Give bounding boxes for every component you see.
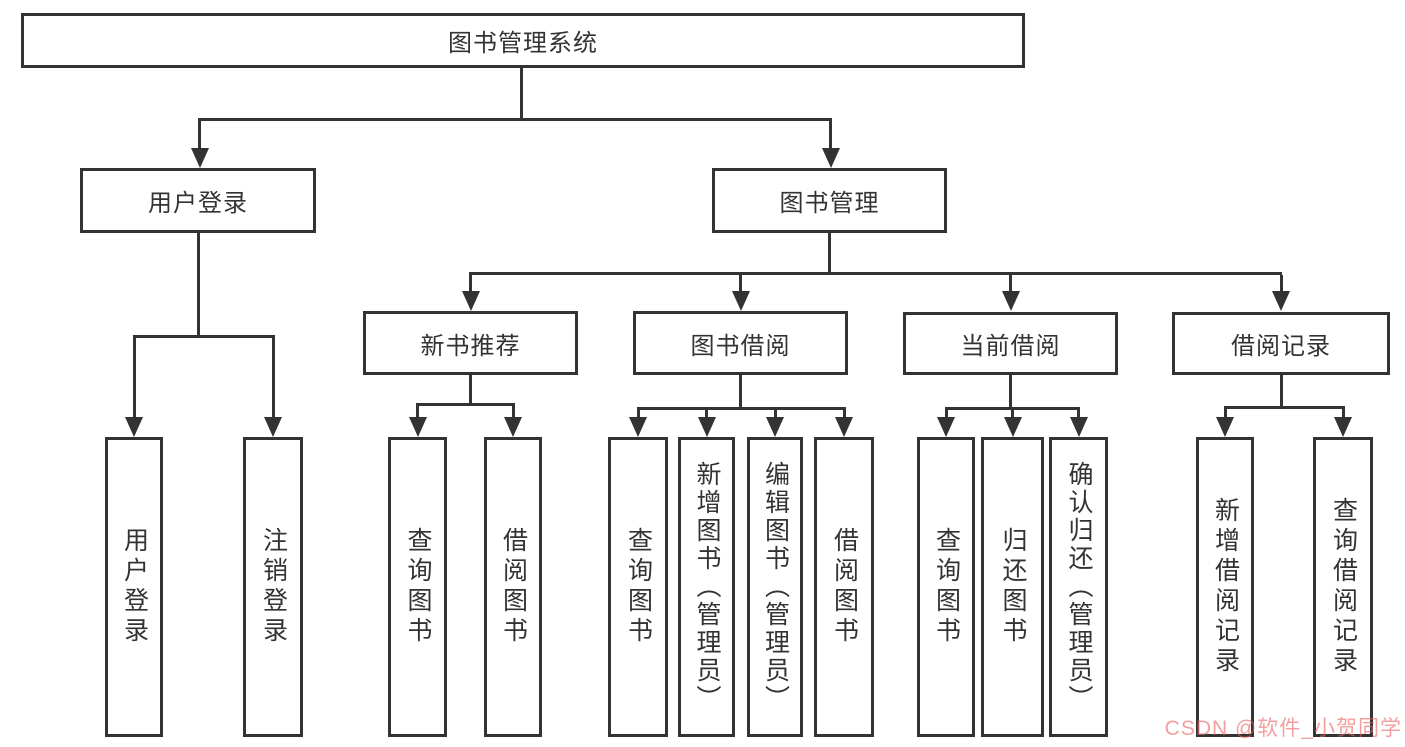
arrow-down-icon bbox=[1069, 410, 1088, 437]
arrow-down-icon bbox=[1334, 409, 1352, 437]
arrow-down-icon bbox=[125, 338, 143, 437]
arrow-down-icon bbox=[1272, 275, 1290, 311]
arrow-down-icon bbox=[190, 121, 209, 168]
leaf-edit-books-admin: 编辑图书（管理员） bbox=[747, 437, 803, 737]
arrow-down-icon bbox=[766, 410, 784, 437]
connector-user-hline bbox=[132, 335, 275, 338]
node-library-system: 图书管理系统 bbox=[21, 13, 1025, 68]
leaf-query-books-borrow: 查询图书 bbox=[608, 437, 668, 737]
arrow-down-icon bbox=[1003, 410, 1022, 437]
node-borrowing-records: 借阅记录 bbox=[1172, 312, 1390, 375]
connector-user-vline bbox=[196, 233, 200, 338]
leaf-borrow-books-recommend: 借阅图书 bbox=[484, 437, 542, 737]
connector-recommend-vline bbox=[469, 375, 472, 406]
connector-recommend-hline bbox=[416, 403, 515, 406]
connector-root-hline bbox=[198, 118, 832, 121]
connector-borrow-vline bbox=[739, 375, 742, 410]
node-new-book-recommend: 新书推荐 bbox=[363, 311, 578, 375]
arrow-down-icon bbox=[937, 410, 955, 437]
connector-borrow-hline bbox=[636, 407, 846, 410]
arrow-down-icon bbox=[408, 406, 427, 437]
connector-records-hline bbox=[1223, 406, 1345, 409]
connector-mgmt-hline bbox=[469, 272, 1282, 275]
arrow-down-icon bbox=[697, 410, 716, 437]
leaf-confirm-return-admin: 确认归还（管理员） bbox=[1049, 437, 1108, 737]
csdn-watermark: CSDN @软件_小贺同学 bbox=[1164, 717, 1402, 740]
node-current-borrowing: 当前借阅 bbox=[903, 312, 1118, 375]
arrow-down-icon bbox=[821, 121, 840, 168]
arrow-down-icon bbox=[1216, 409, 1234, 437]
connector-current-hline bbox=[944, 407, 1080, 410]
connector-records-vline bbox=[1279, 375, 1283, 409]
leaf-borrow-books-borrow: 借阅图书 bbox=[814, 437, 874, 737]
leaf-add-borrow-record: 新增借阅记录 bbox=[1196, 437, 1254, 737]
leaf-query-books-recommend: 查询图书 bbox=[388, 437, 447, 737]
arrow-down-icon bbox=[1001, 275, 1020, 311]
node-book-borrowing: 图书借阅 bbox=[633, 311, 848, 375]
leaf-query-borrow-record: 查询借阅记录 bbox=[1313, 437, 1373, 737]
leaf-query-books-current: 查询图书 bbox=[917, 437, 975, 737]
leaf-add-books-admin: 新增图书（管理员） bbox=[678, 437, 735, 737]
arrow-down-icon bbox=[504, 406, 522, 437]
arrow-down-icon bbox=[835, 410, 853, 437]
arrow-down-icon bbox=[629, 410, 647, 437]
connector-current-vline bbox=[1009, 375, 1012, 410]
connector-mgmt-vline bbox=[828, 233, 831, 275]
arrow-down-icon bbox=[264, 338, 282, 437]
node-user-login: 用户登录 bbox=[80, 168, 316, 233]
connector-root-vline bbox=[519, 68, 523, 121]
leaf-logout: 注销登录 bbox=[243, 437, 303, 737]
leaf-return-books: 归还图书 bbox=[981, 437, 1044, 737]
arrow-down-icon bbox=[461, 275, 480, 311]
arrow-down-icon bbox=[731, 275, 750, 311]
leaf-user-login: 用户登录 bbox=[105, 437, 163, 737]
node-book-management: 图书管理 bbox=[712, 168, 947, 233]
